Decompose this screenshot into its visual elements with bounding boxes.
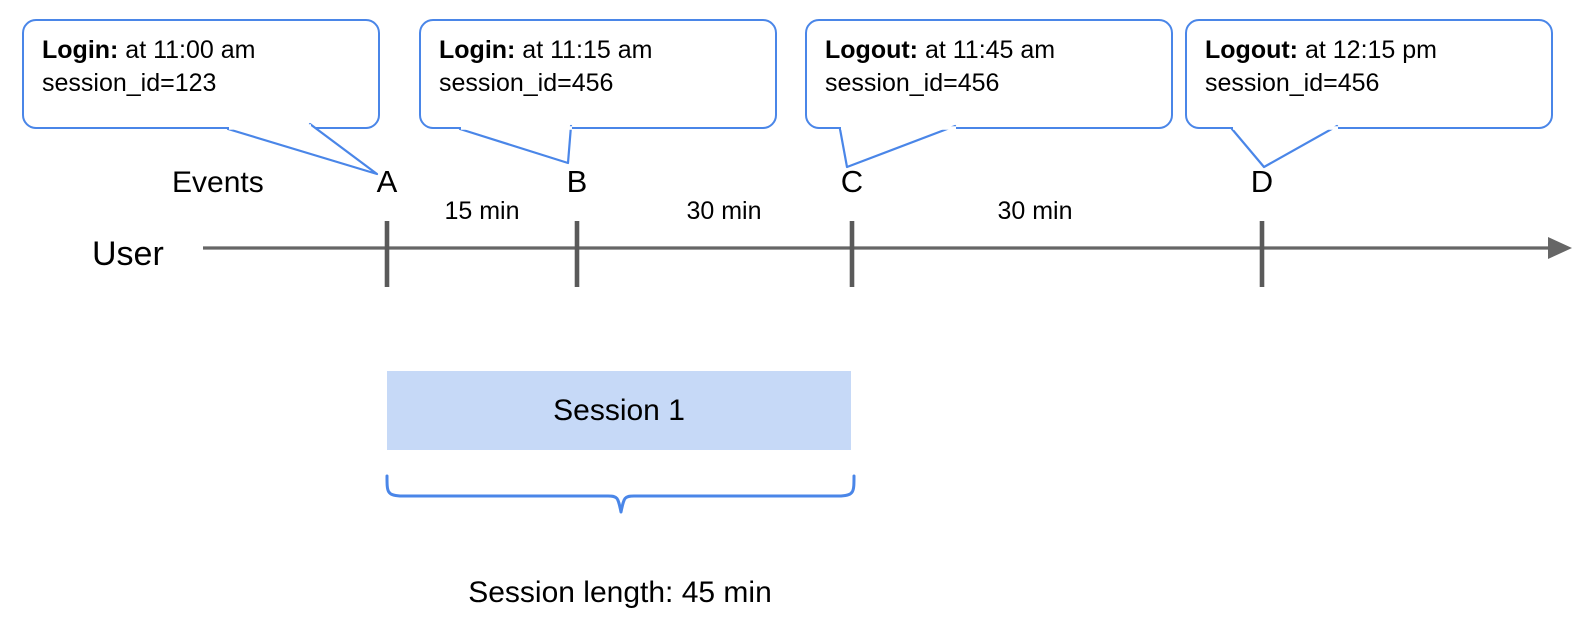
interval-label-c-d: 30 min [997, 197, 1073, 225]
callout-d-session: session_id=456 [1205, 69, 1380, 97]
events-row-label: Events [172, 166, 264, 199]
callout-b-session: session_id=456 [439, 69, 614, 97]
marker-label-c: C [840, 164, 864, 199]
callout-d-title: Logout: [1205, 36, 1299, 64]
callout-bubble-event-a[interactable]: Login: at 11:00 am session_id=123 [22, 19, 380, 129]
callout-c-title: Logout: [825, 36, 919, 64]
session-bar-label: Session 1 [553, 393, 685, 427]
callout-a-time: at 11:00 am [118, 36, 256, 64]
marker-label-a: A [376, 164, 398, 199]
axis-arrowhead [1548, 237, 1572, 259]
callout-a-session: session_id=123 [42, 69, 217, 97]
interval-label-a-b: 15 min [444, 197, 520, 225]
callout-c-session: session_id=456 [825, 69, 1000, 97]
callout-c-line1: Logout: at 11:45 am [825, 34, 1153, 67]
session-span-brace [385, 474, 856, 514]
session-bar-session-1[interactable]: Session 1 [387, 371, 851, 450]
callout-b-title: Login: [439, 36, 516, 64]
callout-tail-d [1230, 124, 1339, 169]
timeline-axis [203, 237, 1572, 259]
callout-bubble-event-d[interactable]: Logout: at 12:15 pm session_id=456 [1185, 19, 1553, 129]
interval-label-b-c: 30 min [686, 197, 762, 225]
user-lane-label: User [92, 235, 164, 273]
callout-tail-b [458, 124, 573, 165]
callout-d-line1: Logout: at 12:15 pm [1205, 34, 1533, 67]
callout-a-line1: Login: at 11:00 am [42, 34, 360, 67]
callout-b-line1: Login: at 11:15 am [439, 34, 757, 67]
callout-bubble-event-b[interactable]: Login: at 11:15 am session_id=456 [419, 19, 777, 129]
callout-d-time: at 12:15 pm [1298, 36, 1437, 64]
callout-c-time: at 11:45 am [918, 36, 1056, 64]
marker-label-d: D [1250, 164, 1274, 199]
session-length-caption: Session length: 45 min [468, 576, 772, 609]
callout-bubble-event-c[interactable]: Logout: at 11:45 am session_id=456 [805, 19, 1173, 129]
callout-b-time: at 11:15 am [515, 36, 653, 64]
callout-tail-c [838, 124, 957, 169]
marker-label-b: B [566, 164, 588, 199]
callout-a-title: Login: [42, 36, 119, 64]
